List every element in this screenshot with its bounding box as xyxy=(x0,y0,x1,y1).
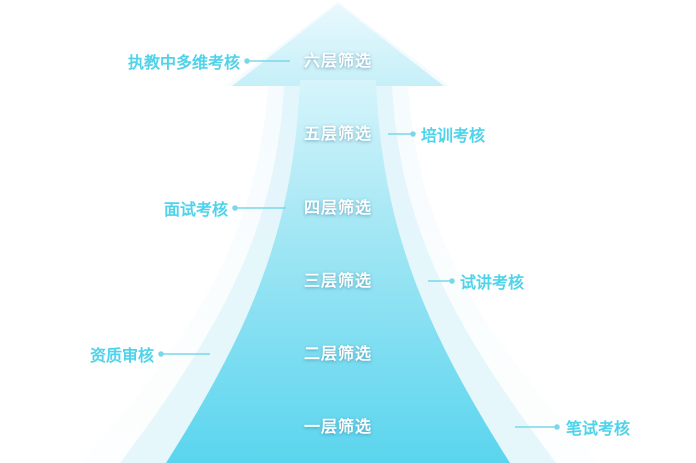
connector-dot-level-3 xyxy=(449,278,455,284)
arrow-body xyxy=(166,80,510,463)
level-1-label: 一层筛选 xyxy=(303,417,372,436)
level-3-label: 三层筛选 xyxy=(303,271,372,290)
stage-label-level-4: 面试考核 xyxy=(163,200,228,219)
connector-dot-level-2 xyxy=(158,351,164,357)
arrowhead xyxy=(232,4,444,86)
connector-dot-level-4 xyxy=(232,205,238,211)
connector-dot-level-5 xyxy=(410,131,416,137)
level-2-label: 二层筛选 xyxy=(303,344,372,363)
level-4-label: 四层筛选 xyxy=(303,198,372,217)
connector-dot-level-1 xyxy=(554,424,560,430)
stage-label-level-3: 试讲考核 xyxy=(460,273,525,292)
stage-label-level-1: 笔试考核 xyxy=(566,419,631,438)
level-6-label: 六层筛选 xyxy=(303,51,372,70)
stage-label-level-5: 培训考核 xyxy=(421,126,486,145)
stage-label-level-2: 资质审核 xyxy=(89,346,154,365)
connector-dot-level-6 xyxy=(244,58,250,64)
level-5-label: 五层筛选 xyxy=(303,124,372,143)
stage-label-level-6: 执教中多维考核 xyxy=(127,53,240,72)
